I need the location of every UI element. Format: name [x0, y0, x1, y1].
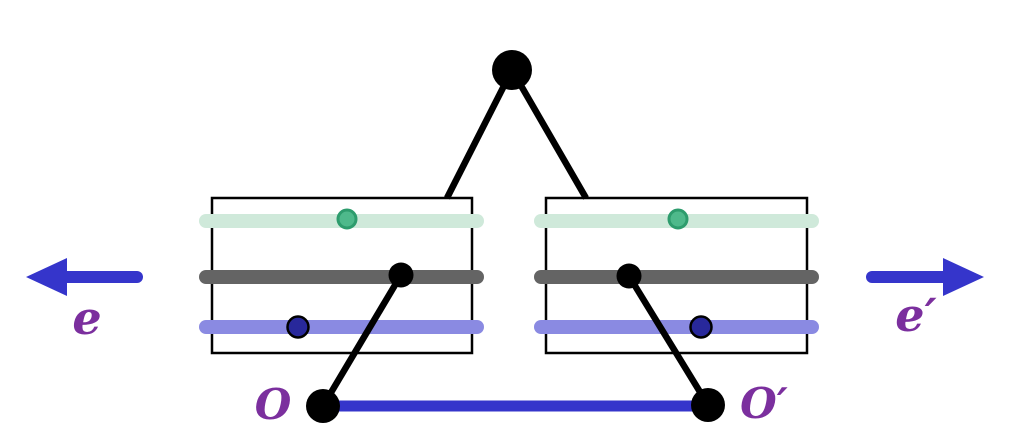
left-black-dot	[388, 262, 414, 288]
label-e-prime: e′	[895, 288, 936, 342]
right-arrow-head	[943, 258, 984, 296]
right-string-line	[509, 68, 589, 200]
left-leg-line	[320, 273, 404, 408]
right-navy-dot	[689, 315, 713, 339]
left-arrow-head	[26, 258, 67, 296]
pivot-dot	[492, 50, 532, 90]
right-arrow	[866, 258, 984, 296]
label-o-prime: O′	[740, 379, 788, 428]
right-leg-line	[626, 274, 711, 407]
left-teal-dot	[336, 208, 358, 230]
right-black-dot	[616, 263, 642, 289]
label-e: e	[72, 291, 101, 345]
label-o: O	[255, 380, 292, 429]
o-dot	[306, 389, 340, 423]
right-teal-dot	[667, 208, 689, 230]
o-prime-dot	[691, 388, 725, 422]
left-string-line	[444, 68, 515, 200]
left-navy-dot	[286, 315, 310, 339]
left-arrow	[26, 258, 143, 296]
